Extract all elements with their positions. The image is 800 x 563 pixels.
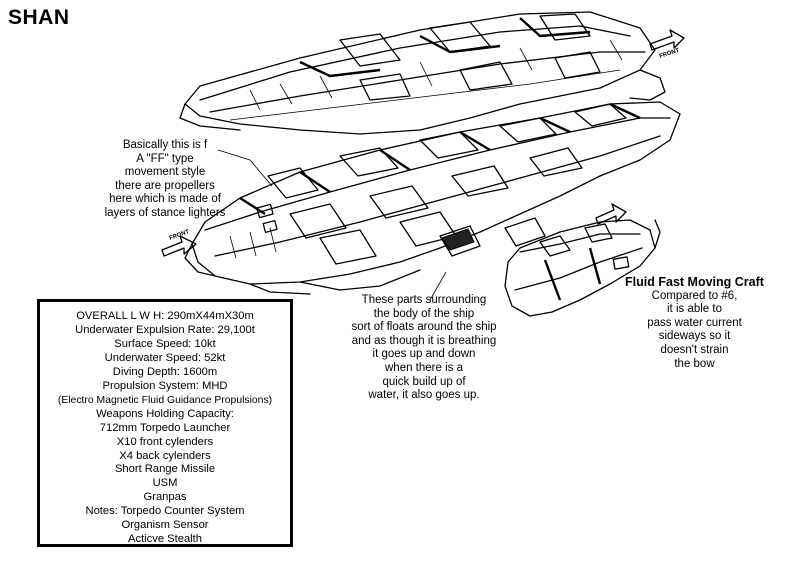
page-title: SHAN [8,6,70,29]
note-propellers: Basically this is f A "FF" type movement… [70,139,260,221]
note-line: sort of floats around the ship [351,321,497,334]
spec-line: Short Range Missile [114,463,216,476]
leader-line-left [217,149,273,187]
note-line: and as though it is breathing [351,334,497,347]
front-arrow-lower: FRONT [161,229,197,257]
note-line: sideways so it [658,330,731,343]
spec-line: Surface Speed: 10kt [114,337,216,350]
note-line: Compared to #6, [651,289,738,302]
spec-line: OVERALL L W H: 290mX44mX30m [76,310,254,322]
note-line: layers of stance lighters [104,206,226,219]
note-line: the body of the ship [373,307,475,320]
note-line: here which is made of [109,193,221,206]
spec-line: (Electro Magnetic Fluid Guidance Propuls… [57,394,273,406]
spec-box: OVERALL L W H: 290mX44mX30m Underwater E… [37,299,293,547]
spec-line: X4 back cylenders [119,449,211,462]
spec-line: USM [152,477,178,490]
small-craft-drawing [504,219,661,317]
note-line: it is able to [667,303,722,316]
spec-line: Granpas [143,491,187,504]
note-line: there are propellers [115,179,215,192]
note-line: Basically this is f [122,139,208,151]
upper-ship-drawing [179,11,666,135]
spec-line: X10 front cylenders [116,435,214,448]
spec-line: Notes: Torpedo Counter System [85,505,245,518]
front-arrow-upper: FRONT [649,29,685,60]
note-line: These parts surrounding [361,294,487,306]
spec-line: Organism Sensor [121,519,209,532]
spec-line: Weapons Holding Capacity: [96,407,234,420]
lower-ship-drawing [184,101,681,295]
spec-line: Underwater Speed: 52kt [104,351,226,364]
spec-line: Propulsion System: MHD [102,379,228,392]
note-floating-parts: These parts surrounding the body of the … [318,294,530,403]
craft-heading: Fluid Fast Moving Craft [625,275,764,289]
note-line: movement style [124,166,206,179]
note-line: when there is a [385,361,463,374]
note-craft: Fluid Fast Moving Craft Compared to #6, … [612,275,777,371]
note-line: water, it also goes up. [368,389,480,402]
spec-line: 712mm Torpedo Launcher [99,421,231,434]
note-line: the bow [674,357,715,370]
note-line: pass water current [647,316,742,329]
spec-line: Diving Depth: 1600m [112,365,218,378]
spec-line: Underwater Expulsion Rate: 29,100t [75,323,255,336]
note-line: it goes up and down [372,348,476,361]
note-line: quick build up of [382,375,466,388]
spec-line: Acticve Stealth [128,533,202,546]
front-label-upper: FRONT [659,48,681,60]
leader-line-middle [429,271,447,301]
note-line: A "FF" type [136,152,194,165]
note-line: doesn't strain [660,343,729,356]
front-arrow-craft [595,203,627,225]
